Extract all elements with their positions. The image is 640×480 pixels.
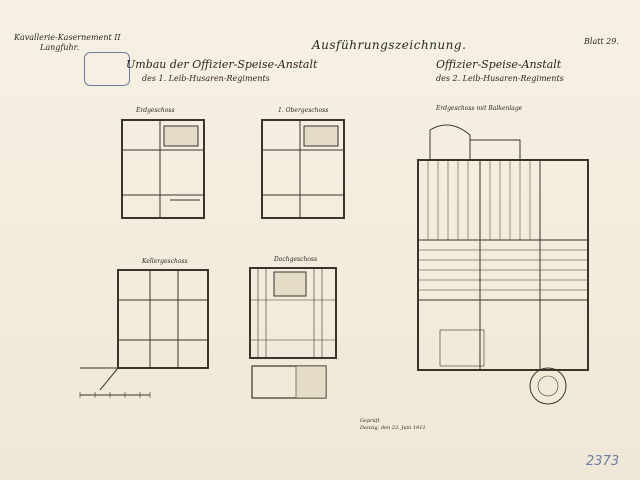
- plan-title-kellergeschoss: Kellergeschoss: [142, 258, 188, 265]
- plan-title-erdgeschoss: Erdgeschoss: [136, 107, 175, 114]
- plan-title-dachgeschoss: Dachgeschoss: [274, 256, 318, 263]
- subtitle-right-2: des 2. Leib-Husaren-Regiments: [436, 74, 564, 83]
- header-left: Kavallerie-Kasernement II Langfuhr.: [14, 33, 121, 53]
- sheet-title: Ausführungszeichnung.: [312, 38, 467, 52]
- header-left-line-2: Langfuhr.: [40, 43, 80, 52]
- scale-bar: [79, 392, 151, 398]
- notes-center-line-2: Danzig, den 23. Juni 1911: [360, 424, 426, 431]
- subtitle-left-2: des 1. Leib-Husaren-Regiments: [142, 74, 270, 83]
- plan-erdgeschoss: [121, 119, 205, 219]
- notes-center: Geprüft Danzig, den 23. Juni 1911: [360, 418, 426, 431]
- plan-kellergeschoss: [80, 269, 209, 391]
- plan-dachgeschoss: [249, 267, 337, 399]
- inventory-number: 2373: [586, 454, 620, 469]
- plan-title-balkenlage: Erdgeschoss mit Balkenlage: [436, 105, 523, 112]
- subtitle-right: Offizier-Speise-Anstalt: [436, 58, 562, 71]
- archive-stamp: [84, 52, 130, 86]
- sheet-number: Blatt 29.: [584, 37, 619, 46]
- subtitle-left: Umbau der Offizier-Speise-Anstalt: [126, 58, 318, 71]
- plan-obergeschoss: [261, 119, 345, 219]
- header-left-line-1: Kavallerie-Kasernement II: [14, 33, 121, 42]
- notes-center-line-1: Geprüft: [360, 418, 380, 424]
- plan-balkenlage: [417, 124, 589, 405]
- plan-title-obergeschoss: 1. Obergeschoss: [278, 107, 329, 114]
